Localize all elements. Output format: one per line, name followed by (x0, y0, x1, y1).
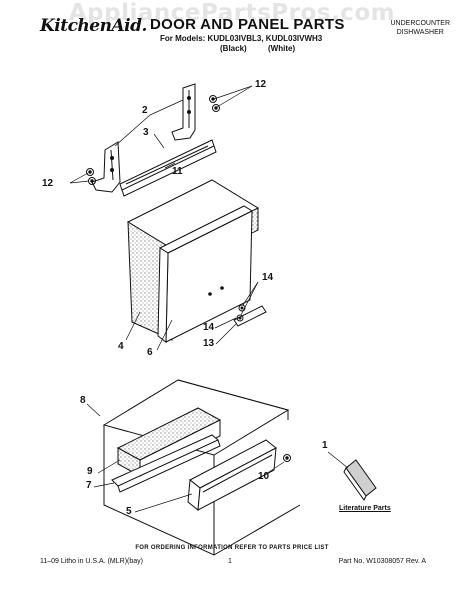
lower-trim-13 (233, 305, 267, 327)
footer-litho: 11–09 Litho in U.S.A. (MLR)(bay) (40, 558, 143, 565)
callout-5: 5 (126, 506, 132, 517)
callout-6: 6 (147, 347, 153, 358)
color-white-label: (White) (268, 44, 296, 53)
ordering-note: FOR ORDERING INFORMATION REFER TO PARTS … (135, 545, 329, 551)
page-title: DOOR AND PANEL PARTS (150, 16, 345, 33)
outer-door-side (157, 247, 169, 343)
category-line-2: DISHWASHER (396, 29, 444, 36)
watermark: AppliancePartsPros.com (68, 0, 396, 26)
callout-9: 9 (87, 466, 93, 477)
callout-8: 8 (80, 395, 86, 406)
callout-4: 4 (118, 341, 124, 352)
literature-parts-label: Literature Parts (339, 505, 391, 512)
screw-10 (283, 454, 291, 462)
hinge-rail (119, 139, 217, 197)
color-black-label: (Black) (220, 44, 247, 53)
callout-1: 1 (322, 440, 328, 451)
callout-7: 7 (86, 480, 92, 491)
callout-3: 3 (143, 127, 149, 138)
category-line-1: UNDERCOUNTER (390, 20, 451, 27)
product-category: UNDERCOUNTER DISHWASHER (391, 19, 451, 37)
right-hinge-bracket (171, 83, 196, 141)
leader-lines (69, 85, 349, 513)
door-hole-2 (220, 286, 224, 290)
left-hinge-bracket (91, 141, 121, 193)
screw-12-top (209, 95, 220, 112)
callout-14-right: 14 (262, 272, 274, 283)
door-hole-1 (208, 292, 212, 296)
brand-logo: KitchenAid. (40, 16, 147, 36)
screws-14 (236, 304, 246, 322)
footer-page-number: 1 (228, 558, 232, 565)
footer-part-number: Part No. W10308057 Rev. A (338, 558, 426, 565)
callout-11: 11 (172, 166, 183, 177)
callout-13: 13 (203, 338, 215, 349)
callout-10: 10 (258, 471, 270, 482)
callout-2: 2 (142, 105, 148, 116)
screw-12-left (86, 168, 96, 185)
models-line: For Models: KUDL03IVBL3, KUDL03IVWH3 (160, 34, 323, 43)
callout-12-left: 12 (42, 178, 54, 189)
callout-14-left: 14 (203, 322, 215, 333)
callout-12-top: 12 (255, 79, 267, 90)
